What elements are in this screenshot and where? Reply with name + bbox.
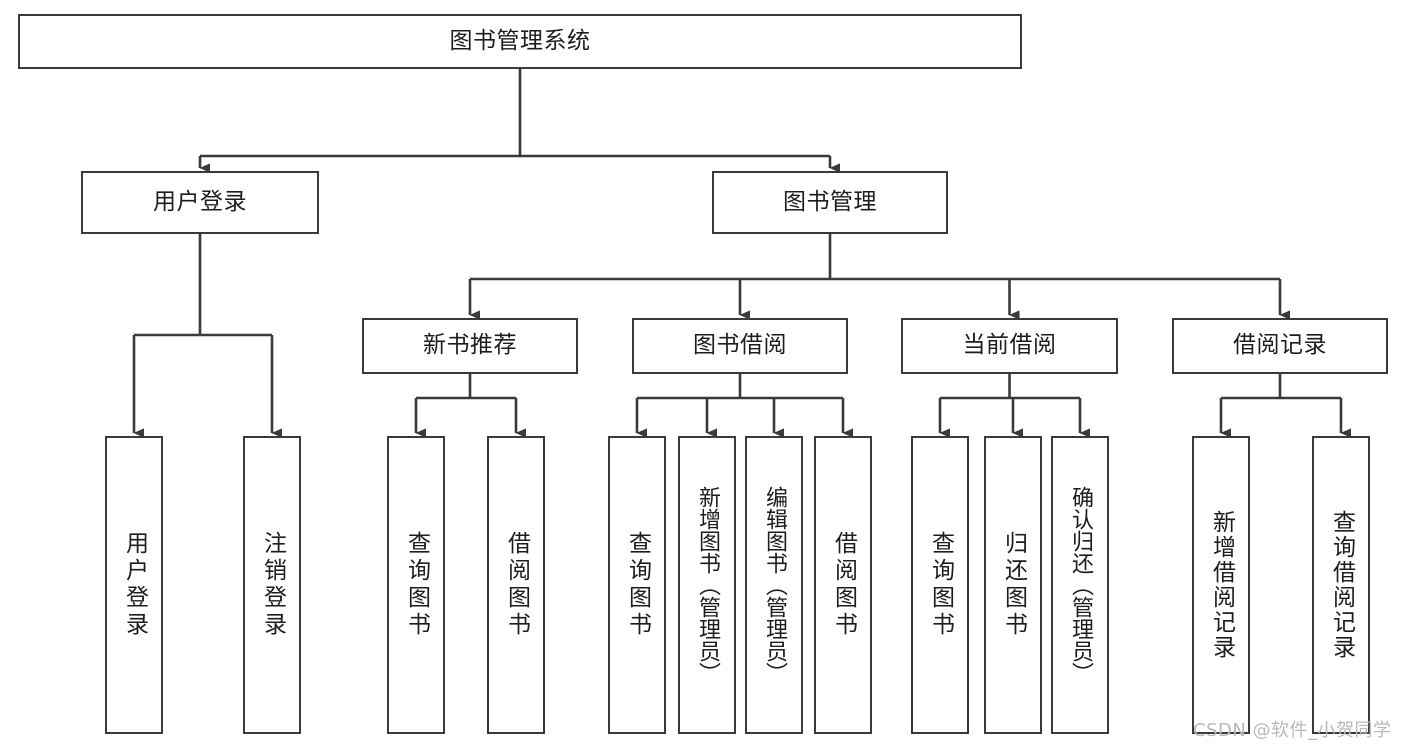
node-leaf-borrow-book-1[interactable]: 借阅图书 <box>487 436 545 734</box>
node-book-manage[interactable]: 图书管理 <box>712 171 948 234</box>
node-leaf-confirm-return-admin[interactable]: 确认归还（管理员） <box>1051 436 1109 734</box>
node-label: 图书借阅 <box>693 332 787 359</box>
node-label: 用户登录 <box>121 531 148 639</box>
node-leaf-return-book[interactable]: 归还图书 <box>984 436 1042 734</box>
node-label: 查询图书 <box>927 531 954 639</box>
node-current-borrow[interactable]: 当前借阅 <box>901 318 1118 374</box>
node-leaf-add-book-admin[interactable]: 新增图书（管理员） <box>678 436 736 734</box>
node-label: 查询借阅记录 <box>1328 510 1355 660</box>
node-label: 当前借阅 <box>962 332 1057 359</box>
node-label: 借阅图书 <box>503 531 530 639</box>
node-new-book-recommend[interactable]: 新书推荐 <box>362 318 578 374</box>
node-label: 图书管理系统 <box>449 27 591 54</box>
node-user-login[interactable]: 用户登录 <box>81 171 319 234</box>
node-leaf-query-book-2[interactable]: 查询图书 <box>608 436 666 734</box>
node-label: 查询图书 <box>624 531 651 639</box>
node-leaf-user-login[interactable]: 用户登录 <box>105 436 163 734</box>
node-book-borrow[interactable]: 图书借阅 <box>632 318 848 374</box>
node-leaf-query-book-1[interactable]: 查询图书 <box>387 436 445 734</box>
csdn-watermark: CSDN @软件_小贺同学 <box>1193 720 1392 741</box>
node-label: 借阅记录 <box>1233 332 1327 359</box>
node-label: 注销登录 <box>259 531 286 639</box>
node-leaf-logout[interactable]: 注销登录 <box>243 436 301 734</box>
node-label: 图书管理 <box>783 188 877 215</box>
node-leaf-add-borrow-record[interactable]: 新增借阅记录 <box>1192 436 1250 734</box>
node-leaf-query-borrow-record[interactable]: 查询借阅记录 <box>1312 436 1370 734</box>
node-root[interactable]: 图书管理系统 <box>18 14 1022 69</box>
node-label: 借阅图书 <box>830 531 857 639</box>
node-borrow-record[interactable]: 借阅记录 <box>1172 318 1388 374</box>
node-leaf-query-book-3[interactable]: 查询图书 <box>911 436 969 734</box>
node-label: 编辑图书（管理员） <box>762 486 787 684</box>
node-label: 新增借阅记录 <box>1208 510 1235 660</box>
node-label: 新书推荐 <box>423 332 517 359</box>
node-leaf-edit-book-admin[interactable]: 编辑图书（管理员） <box>745 436 803 734</box>
node-label: 用户登录 <box>153 188 247 215</box>
node-label: 查询图书 <box>403 531 430 639</box>
node-label: 确认归还（管理员） <box>1068 486 1093 684</box>
node-leaf-borrow-book-2[interactable]: 借阅图书 <box>814 436 872 734</box>
node-label: 归还图书 <box>1000 531 1027 639</box>
node-label: 新增图书（管理员） <box>695 486 720 684</box>
